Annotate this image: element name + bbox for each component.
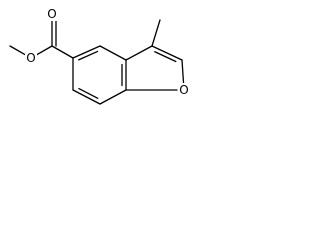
bond-c7a-c7 bbox=[99, 89, 127, 105]
atom-label-o_ether: O bbox=[26, 51, 35, 65]
atom-label-o_carbonyl: O bbox=[47, 7, 56, 21]
bond-c5-c4 bbox=[72, 45, 101, 61]
bond-c3-me3 bbox=[151, 19, 161, 47]
bond-me_ester-o_ether bbox=[9, 45, 26, 56]
bond-o_ether-c_carbonyl bbox=[36, 45, 53, 56]
bond-c_carbonyl-c5 bbox=[51, 45, 74, 59]
molecule-svg: O O O bbox=[9, 7, 190, 105]
bond-c_carbonyl-o_carbonyl bbox=[51, 20, 57, 47]
atom-label-bg-o_ether bbox=[25, 51, 37, 65]
bond-c3a-c3 bbox=[125, 45, 153, 61]
bond-c2-o1 bbox=[181, 59, 185, 84]
structure-diagram: O O O bbox=[0, 0, 211, 132]
bond-c3-c2 bbox=[151, 45, 183, 63]
bond-c4-c3a bbox=[99, 45, 127, 61]
atom-label-o1: O bbox=[179, 83, 188, 97]
bond-c3a-c7a bbox=[121, 59, 127, 91]
atom-label-bg-o_carbonyl bbox=[46, 7, 58, 21]
atom-label-bg-o1 bbox=[178, 83, 190, 97]
bond-c7-c6 bbox=[72, 87, 101, 105]
